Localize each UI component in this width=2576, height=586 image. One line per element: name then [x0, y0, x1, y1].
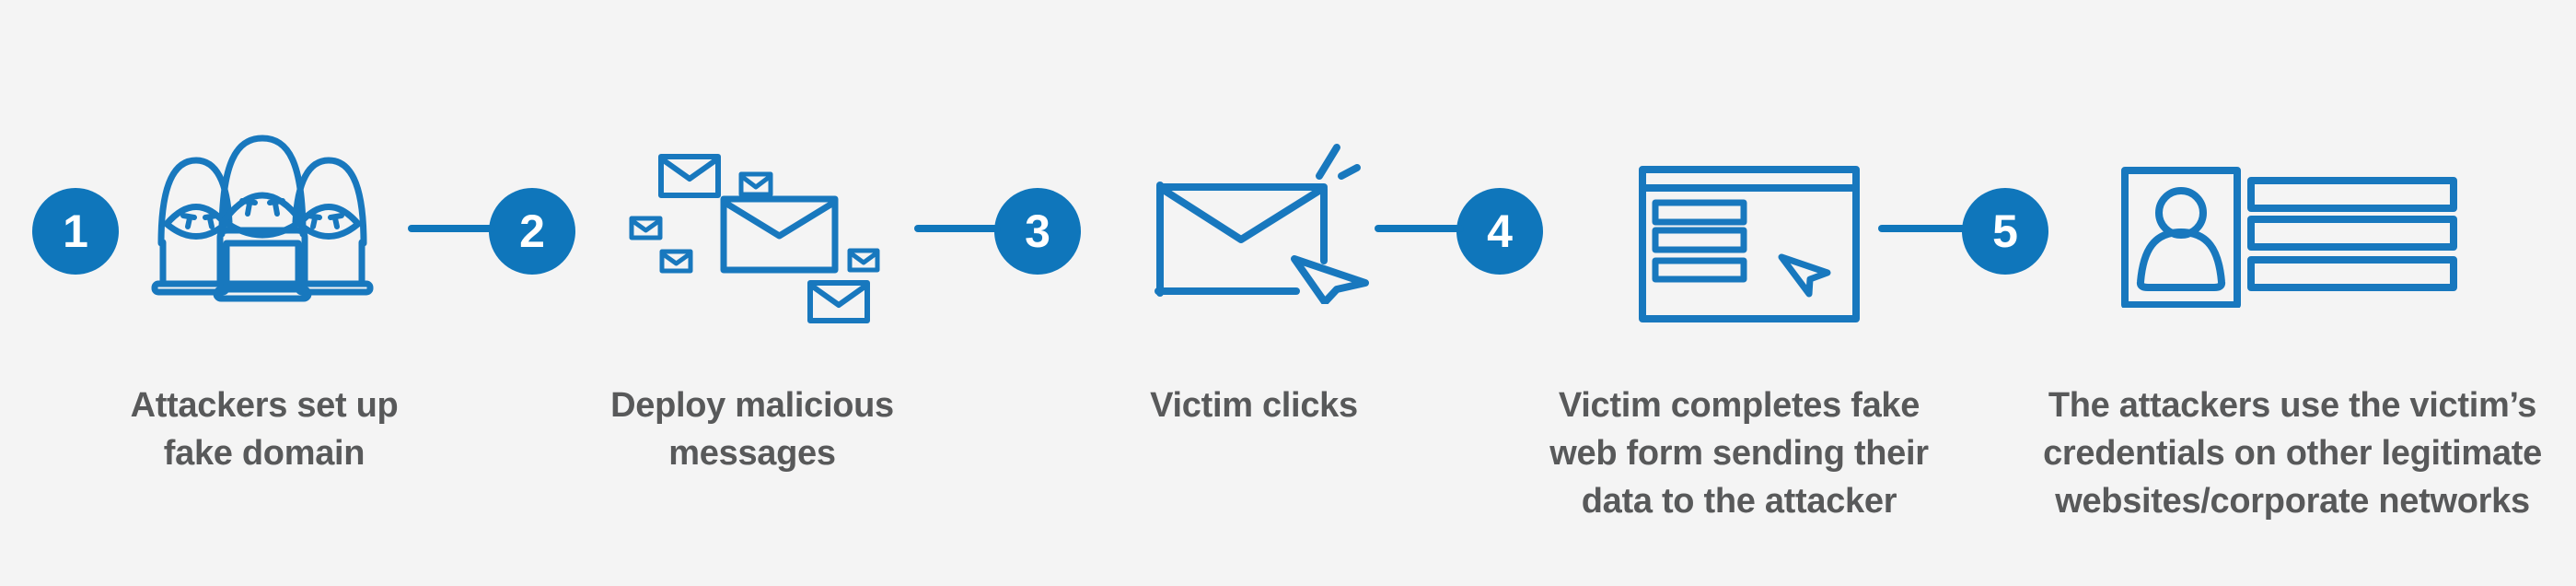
connector-line-4-5: [1878, 225, 1968, 232]
step-4-caption: Victim completes fake web form sending t…: [1481, 381, 1997, 525]
step-3-caption: Victim clicks: [996, 381, 1512, 429]
step-5-number: 5: [1992, 205, 2018, 257]
step-5-number-badge: 5: [1962, 188, 2048, 275]
step-1-caption-line: fake domain: [163, 434, 366, 473]
attackers-at-laptops-icon: [150, 135, 375, 310]
id-card-credentials-icon: [2118, 164, 2460, 308]
envelopes-cluster-icon: [626, 151, 884, 326]
step-4-caption-line: data to the attacker: [1581, 482, 1897, 521]
step-5-caption: The attackers use the victim’s credentia…: [2016, 381, 2569, 525]
step-4-number-badge: 4: [1456, 188, 1543, 275]
step-2-number: 2: [519, 205, 545, 257]
step-3-number-badge: 3: [994, 188, 1081, 275]
step-2-number-badge: 2: [489, 188, 575, 275]
step-2-caption-line: Deploy malicious: [610, 386, 894, 425]
step-3-caption-line: Victim clicks: [1150, 386, 1358, 425]
connector-line-2-3: [914, 225, 1001, 232]
step-5-caption-line: The attackers use the victim’s: [2048, 386, 2537, 425]
step-1-caption-line: Attackers set up: [130, 386, 399, 425]
connector-line-3-4: [1375, 225, 1464, 232]
step-4-caption-line: web form sending their: [1549, 434, 1929, 473]
step-5-caption-line: credentials on other legitimate: [2043, 434, 2542, 473]
step-1-number-badge: 1: [32, 188, 119, 275]
step-3-number: 3: [1025, 205, 1050, 257]
step-4-number: 4: [1487, 205, 1513, 257]
step-1-caption: Attackers set up fake domain: [6, 381, 522, 477]
web-form-cursor-icon: [1639, 166, 1860, 322]
step-2-caption-line: messages: [668, 434, 836, 473]
envelope-click-icon: [1151, 124, 1376, 304]
step-2-caption: Deploy malicious messages: [494, 381, 1010, 477]
step-5-caption-line: websites/corporate networks: [2055, 482, 2530, 521]
step-1-number: 1: [63, 205, 88, 257]
step-4-caption-line: Victim completes fake: [1558, 386, 1920, 425]
connector-line-1-2: [408, 225, 495, 232]
